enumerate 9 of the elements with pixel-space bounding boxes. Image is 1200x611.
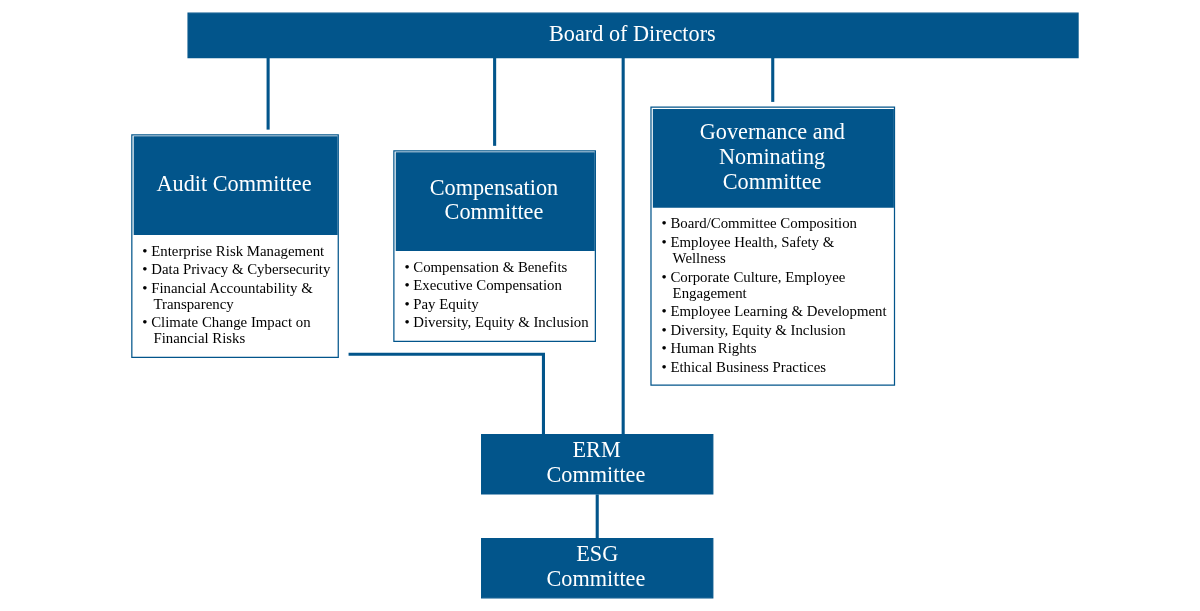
- connector: [493, 57, 497, 146]
- node-box: Board of Directors: [187, 12, 1079, 59]
- connector: [771, 57, 775, 102]
- node-box: ERM Committee: [481, 434, 714, 495]
- connector: [595, 494, 599, 539]
- connector: [266, 57, 270, 130]
- node-box: ESG Committee: [481, 537, 714, 599]
- connector: [621, 57, 625, 435]
- connector: [348, 352, 545, 435]
